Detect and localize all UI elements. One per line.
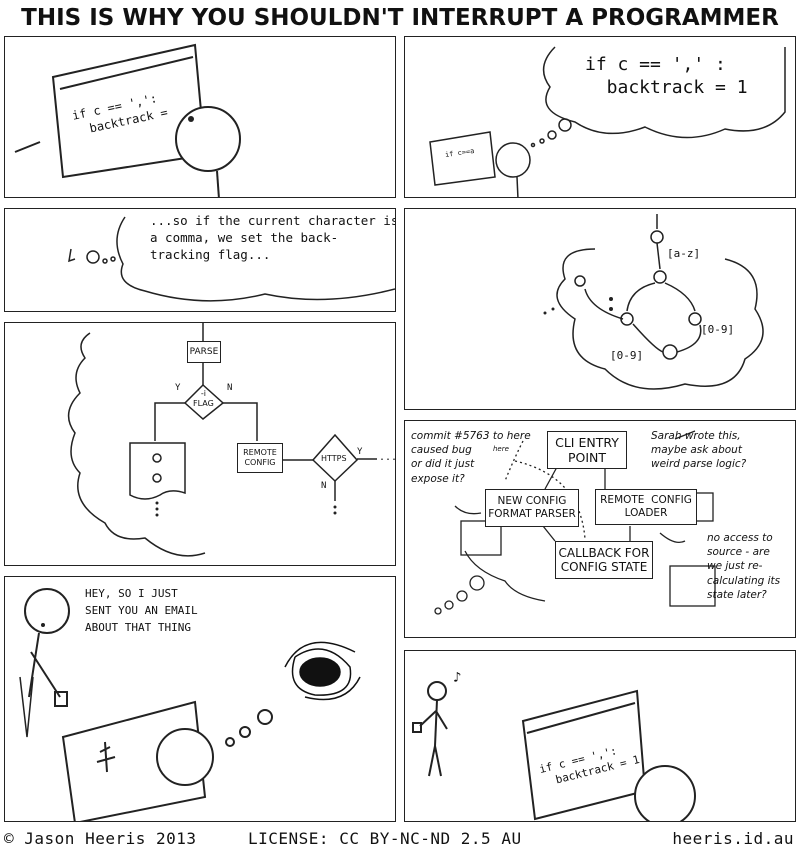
- node-cli-entry-point: CLI ENTRY POINT: [547, 431, 627, 469]
- flow-yes-2: Y: [357, 447, 363, 457]
- flow-ellipsis: ...: [379, 452, 396, 463]
- comic-title: THIS IS WHY YOU SHOULDN'T INTERRUPT A PR…: [21, 5, 779, 31]
- architecture-arrows-drawing: [434, 430, 716, 615]
- thought-text: ...so if the current character is a comm…: [150, 213, 395, 262]
- transition-label-az: [a-z]: [667, 247, 701, 260]
- programmer-back-at-work-drawing: [412, 681, 696, 821]
- note-commit: commit #5763 to here caused bug or did i…: [411, 430, 531, 485]
- panel-4: [a-z] [0-9] [0-9]: [404, 208, 796, 410]
- flow-remote-config: REMOTE CONFIG: [237, 443, 283, 473]
- interruption-drawing: [19, 588, 361, 821]
- node-new-config-format-parser: NEW CONFIG FORMAT PARSER: [485, 489, 579, 527]
- panel-2: if c == ',' : backtrack = 1 if c==a: [404, 36, 796, 198]
- panel-6: CLI ENTRY POINT NEW CONFIG FORMAT PARSER…: [404, 420, 796, 638]
- thought-cloud-drawing: [429, 46, 786, 197]
- flow-yes: Y: [175, 383, 181, 393]
- music-note-icon: ♪: [453, 670, 462, 686]
- panel-7: HEY, SO I JUST SENT YOU AN EMAIL ABOUT T…: [4, 576, 396, 822]
- black-hole-icon: [284, 641, 361, 701]
- footer-license: LICENSE: CC BY-NC-ND 2.5 AU: [248, 829, 522, 848]
- panel-1: if c == ',': backtrack =: [4, 36, 396, 198]
- transition-label-09-right: [0-9]: [701, 323, 735, 336]
- flow-https: HTTPS: [321, 454, 347, 463]
- footer-site-link[interactable]: heeris.id.au: [672, 829, 794, 848]
- state-machine-drawing: [543, 214, 764, 390]
- transition-label-09-left: [0-9]: [610, 349, 644, 362]
- thought-code: if c == ',' : backtrack = 1: [585, 54, 748, 99]
- panel-8: ♪ if c == ',': backtrack = 1: [404, 650, 796, 822]
- panel-5: PARSE -i FLAG Y N REMOTE CONFIG HTTPS Y …: [4, 322, 396, 566]
- panel-3: ...so if the current character is a comm…: [4, 208, 396, 312]
- note-here: here: [493, 445, 509, 453]
- flow-no: N: [227, 383, 233, 393]
- flow-no-2: N: [321, 481, 327, 491]
- thought-cloud-drawing: [68, 216, 395, 302]
- note-source: no access to source - are we just re- ca…: [707, 532, 781, 601]
- flowchart-cloud-drawing: [67, 323, 377, 557]
- flow-parse: PARSE: [187, 341, 221, 363]
- flow-flag: -i FLAG: [193, 389, 214, 409]
- node-remote-config-loader: REMOTE CONFIG LOADER: [595, 489, 697, 525]
- node-callback-for-config-state: CALLBACK FOR CONFIG STATE: [555, 541, 653, 579]
- note-sarah: Sarah wrote this, maybe ask about weird …: [651, 430, 747, 471]
- speech-bubble-text: HEY, SO I JUST SENT YOU AN EMAIL ABOUT T…: [85, 587, 198, 635]
- programmer-at-screen-drawing: [14, 43, 241, 197]
- footer-copyright: © Jason Heeris 2013: [4, 829, 197, 848]
